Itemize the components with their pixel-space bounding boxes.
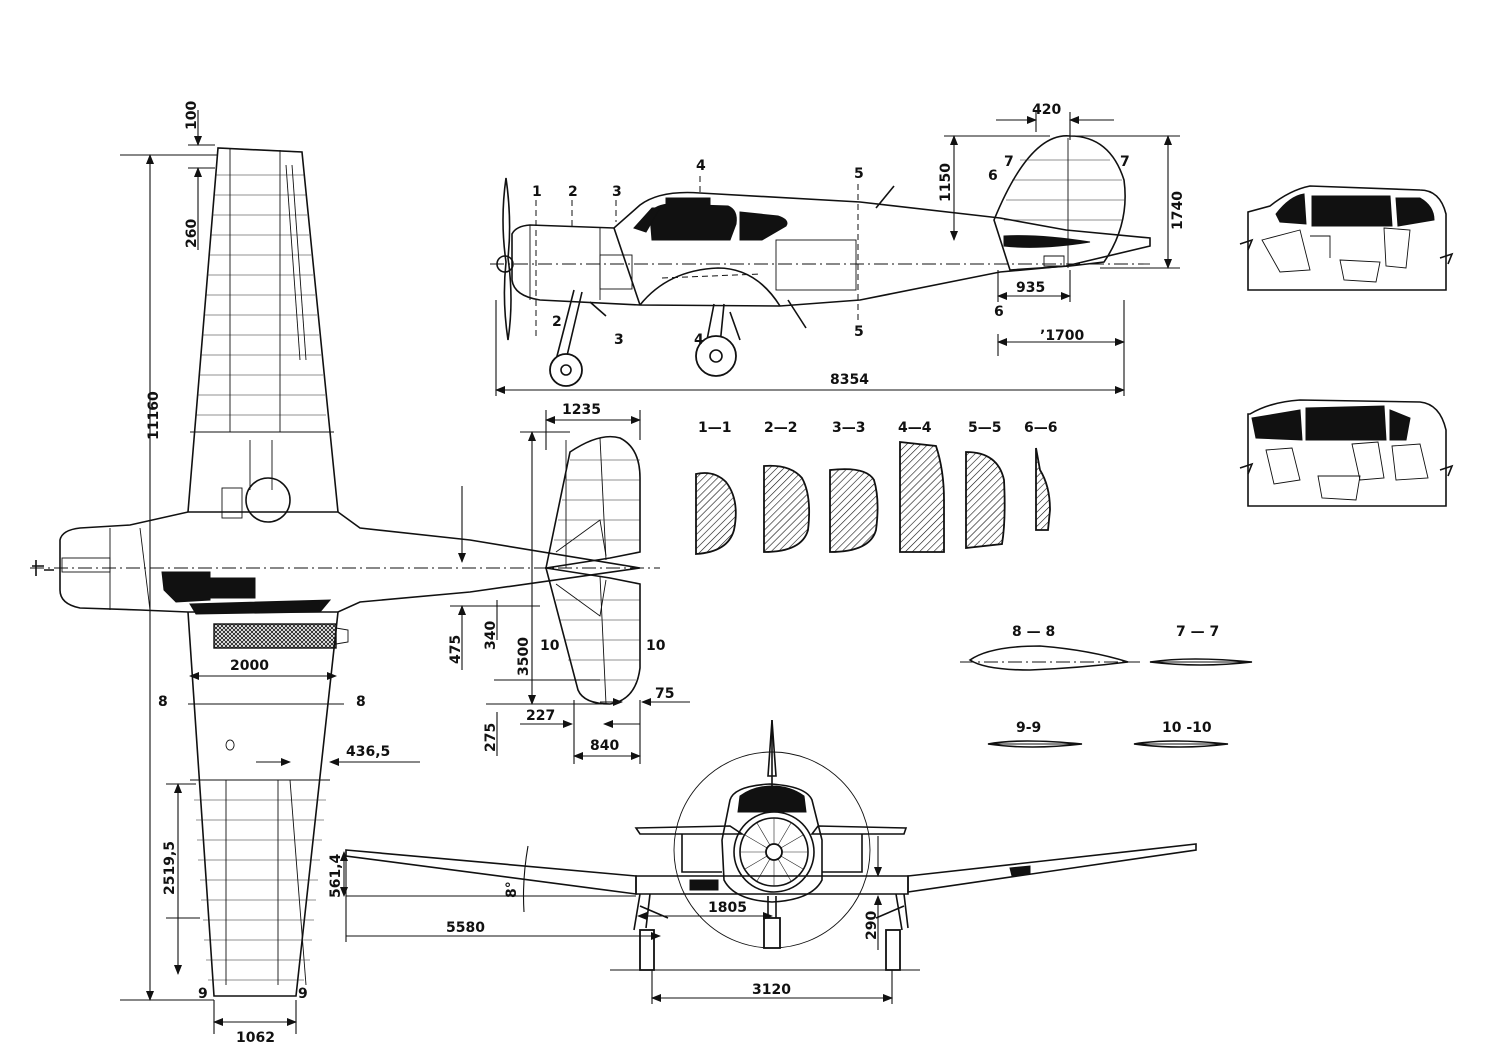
dim-475: 475 xyxy=(448,635,464,664)
section-mark-4-top: 4 xyxy=(696,158,706,174)
dim-420: 420 xyxy=(1032,102,1061,118)
dim-1235: 1235 xyxy=(562,402,601,418)
rudder-ribs xyxy=(1004,159,1124,221)
dim-1805: 1805 xyxy=(708,900,747,916)
label-section-10-10: 10 -10 xyxy=(1162,720,1212,736)
dim-260: 260 xyxy=(184,219,200,248)
dim-275: 275 xyxy=(483,723,499,752)
airfoil-sections: 8 — 8 7 — 7 9-9 10 -10 xyxy=(960,624,1253,748)
cabin-detail-top xyxy=(1239,185,1454,291)
dim-227: 227 xyxy=(526,708,555,724)
fuselage-sections: 1—1 2—2 3—3 4—4 5—5 6—6 xyxy=(695,420,1057,555)
label-section-2-2: 2—2 xyxy=(764,420,797,436)
dim-2000: 2000 xyxy=(230,658,269,674)
section-mark-6-top: 6 xyxy=(988,168,998,184)
dim-2519-5: 2519,5 xyxy=(162,841,178,895)
section-mark-4-bottom: 4 xyxy=(694,332,704,348)
section-mark-10-left: 10 xyxy=(540,638,560,654)
side-view: 1 2 3 4 5 6 7 7 2 3 4 5 6 8354 ʼ1700 935… xyxy=(490,102,1186,396)
wing-ribs-lower xyxy=(194,799,326,981)
dim-8-degrees: 8° xyxy=(504,881,520,898)
dim-3500: 3500 xyxy=(516,637,532,676)
front-view: 5580 561,4 8° 1805 290 3120 xyxy=(328,719,1197,1004)
dim-3120: 3120 xyxy=(752,982,791,998)
dim-1740: 1740 xyxy=(1170,191,1186,230)
dim-1150: 1150 xyxy=(938,163,954,202)
section-mark-10-right: 10 xyxy=(646,638,666,654)
section-mark-9-left: 9 xyxy=(198,986,208,1002)
dim-11160: 11160 xyxy=(146,391,162,440)
dim-5580: 5580 xyxy=(446,920,485,936)
section-mark-5-top: 5 xyxy=(854,166,864,182)
dim-935: 935 xyxy=(1016,280,1045,296)
label-section-8-8: 8 — 8 xyxy=(1012,624,1055,640)
section-mark-6-bottom: 6 xyxy=(994,304,1004,320)
dim-1700: ʼ1700 xyxy=(1040,328,1085,344)
cabin-detail-bottom xyxy=(1239,399,1454,507)
horizontal-tail-plan: 1235 3500 475 340 10 10 275 227 75 840 xyxy=(448,402,690,764)
label-section-1-1: 1—1 xyxy=(698,420,731,436)
dim-561-4: 561,4 xyxy=(328,853,344,898)
section-mark-1-top: 1 xyxy=(532,184,542,200)
section-mark-3-top: 3 xyxy=(612,184,622,200)
label-section-7-7: 7 — 7 xyxy=(1176,624,1219,640)
dim-8354: 8354 xyxy=(830,372,869,388)
dim-340: 340 xyxy=(483,621,499,650)
dim-290: 290 xyxy=(864,911,880,940)
dim-100: 100 xyxy=(184,101,200,130)
section-mark-2-bottom: 2 xyxy=(552,314,562,330)
section-mark-3-bottom: 3 xyxy=(614,332,624,348)
section-mark-8-left: 8 xyxy=(158,694,168,710)
section-mark-7-right: 7 xyxy=(1120,154,1130,170)
dim-75: 75 xyxy=(655,686,674,702)
label-section-6-6: 6—6 xyxy=(1024,420,1057,436)
dim-1062: 1062 xyxy=(236,1030,275,1046)
section-mark-8-right: 8 xyxy=(356,694,366,710)
label-section-4-4: 4—4 xyxy=(898,420,932,436)
section-mark-7-left: 7 xyxy=(1004,154,1014,170)
dim-840: 840 xyxy=(590,738,619,754)
label-section-3-3: 3—3 xyxy=(832,420,865,436)
section-mark-2-top: 2 xyxy=(568,184,578,200)
wing-ribs-upper xyxy=(196,174,326,416)
section-mark-9-right: 9 xyxy=(298,986,308,1002)
plan-view: 11160 100 260 2000 8 8 436,5 2519,5 9 9 … xyxy=(30,101,660,1046)
label-section-9-9: 9-9 xyxy=(1016,720,1041,736)
tail-ribs xyxy=(554,459,640,681)
label-section-5-5: 5—5 xyxy=(968,420,1001,436)
section-mark-5-bottom: 5 xyxy=(854,324,864,340)
dim-436-5: 436,5 xyxy=(346,744,390,760)
